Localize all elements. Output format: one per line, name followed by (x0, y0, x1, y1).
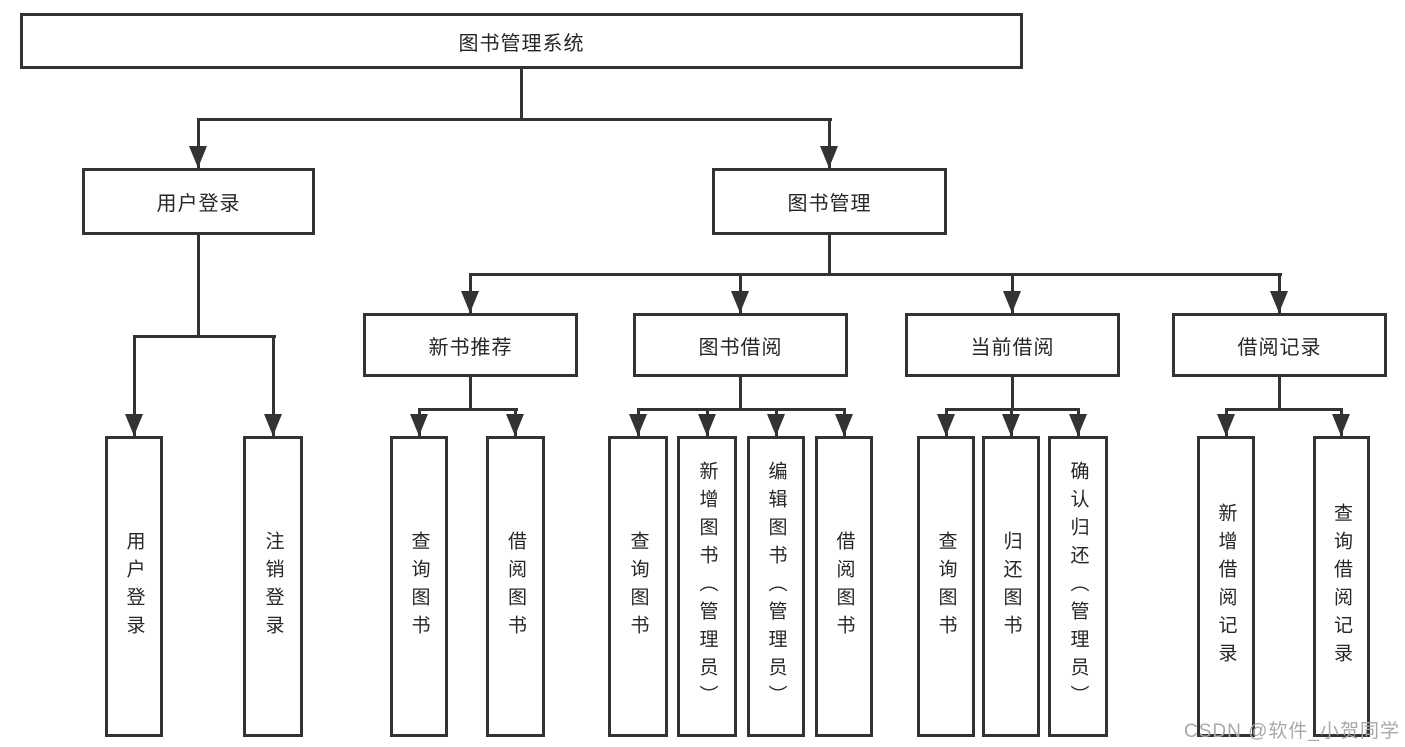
leaf-query-books-rec: 查询图书 (390, 436, 448, 737)
node-label: 借阅图书 (833, 530, 855, 643)
node-label: 当前借阅 (970, 336, 1055, 359)
node-label: 确认归还（管理员） (1067, 460, 1089, 713)
leaf-borrow-books-bb: 借阅图书 (815, 436, 873, 737)
arrow-down-icon (1069, 414, 1087, 436)
connector-line (197, 118, 200, 168)
leaf-logout: 注销登录 (243, 436, 303, 737)
arrow-down-icon (125, 414, 143, 436)
arrow-down-icon (767, 414, 785, 436)
leaf-query-books-cb: 查询图书 (917, 436, 975, 737)
arrow-down-icon (698, 414, 716, 436)
connector-line (1225, 408, 1343, 411)
node-label: 编辑图书（管理员） (765, 460, 787, 713)
arrow-down-icon (506, 414, 524, 436)
leaf-query-books-bb: 查询图书 (608, 436, 668, 737)
connector-line (828, 118, 831, 168)
node-label: 图书管理 (787, 193, 872, 215)
node-label: 查询图书 (627, 530, 649, 643)
leaf-add-borrow-record: 新增借阅记录 (1197, 436, 1255, 737)
arrow-down-icon (189, 146, 207, 168)
connector-line (469, 273, 1282, 276)
arrow-down-icon (1270, 291, 1288, 313)
arrow-down-icon (1332, 414, 1350, 436)
arrow-down-icon (629, 414, 647, 436)
node-label: 新增图书（管理员） (696, 460, 718, 713)
node-borrow-records: 借阅记录 (1172, 313, 1387, 377)
arrow-down-icon (410, 414, 428, 436)
node-label: 查询借阅记录 (1331, 502, 1352, 671)
arrow-down-icon (1217, 414, 1235, 436)
node-user-login: 用户登录 (82, 168, 315, 235)
connector-line (1278, 377, 1281, 411)
leaf-edit-books-admin: 编辑图书（管理员） (747, 436, 805, 737)
connector-line (197, 235, 200, 338)
connector-line (828, 235, 831, 276)
arrow-down-icon (937, 414, 955, 436)
arrow-down-icon (835, 414, 853, 436)
connector-line (133, 335, 136, 436)
arrow-down-icon (1003, 291, 1021, 313)
leaf-add-books-admin: 新增图书（管理员） (677, 436, 737, 737)
connector-line (1011, 377, 1014, 411)
node-label: 用户登录 (156, 193, 241, 215)
node-label: 借阅图书 (505, 530, 526, 643)
connector-line (418, 408, 518, 411)
arrow-down-icon (461, 291, 479, 313)
node-label: 新增借阅记录 (1215, 502, 1237, 671)
node-label: 归还图书 (1000, 530, 1022, 643)
arrow-down-icon (820, 146, 838, 168)
node-label: 注销登录 (262, 530, 284, 643)
connector-line (637, 408, 846, 411)
node-label: 图书管理系统 (458, 32, 585, 55)
connector-line (739, 377, 742, 411)
node-label: 查询图书 (408, 530, 430, 643)
connector-line (133, 335, 276, 338)
connector-line (272, 335, 275, 436)
leaf-borrow-books-rec: 借阅图书 (486, 436, 545, 737)
connector-line (197, 118, 832, 121)
node-label: 新书推荐 (428, 336, 513, 359)
node-label: 查询图书 (935, 530, 957, 643)
node-book-borrow: 图书借阅 (633, 313, 848, 377)
node-book-mgmt: 图书管理 (712, 168, 947, 235)
leaf-query-borrow-record: 查询借阅记录 (1313, 436, 1370, 737)
arrow-down-icon (731, 291, 749, 313)
leaf-return-books: 归还图书 (982, 436, 1040, 737)
node-label: 图书借阅 (698, 336, 783, 359)
node-root: 图书管理系统 (20, 13, 1023, 69)
node-label: 用户登录 (123, 530, 145, 643)
connector-line (469, 377, 472, 411)
arrow-down-icon (1002, 414, 1020, 436)
node-new-book-rec: 新书推荐 (363, 313, 578, 377)
node-label: 借阅记录 (1237, 336, 1322, 359)
node-current-borrow: 当前借阅 (905, 313, 1120, 377)
connector-line (520, 69, 523, 118)
leaf-confirm-return-admin: 确认归还（管理员） (1048, 436, 1108, 737)
arrow-down-icon (264, 414, 282, 436)
watermark: CSDN @软件_小贺同学 (1184, 721, 1400, 742)
leaf-user-login: 用户登录 (105, 436, 163, 737)
